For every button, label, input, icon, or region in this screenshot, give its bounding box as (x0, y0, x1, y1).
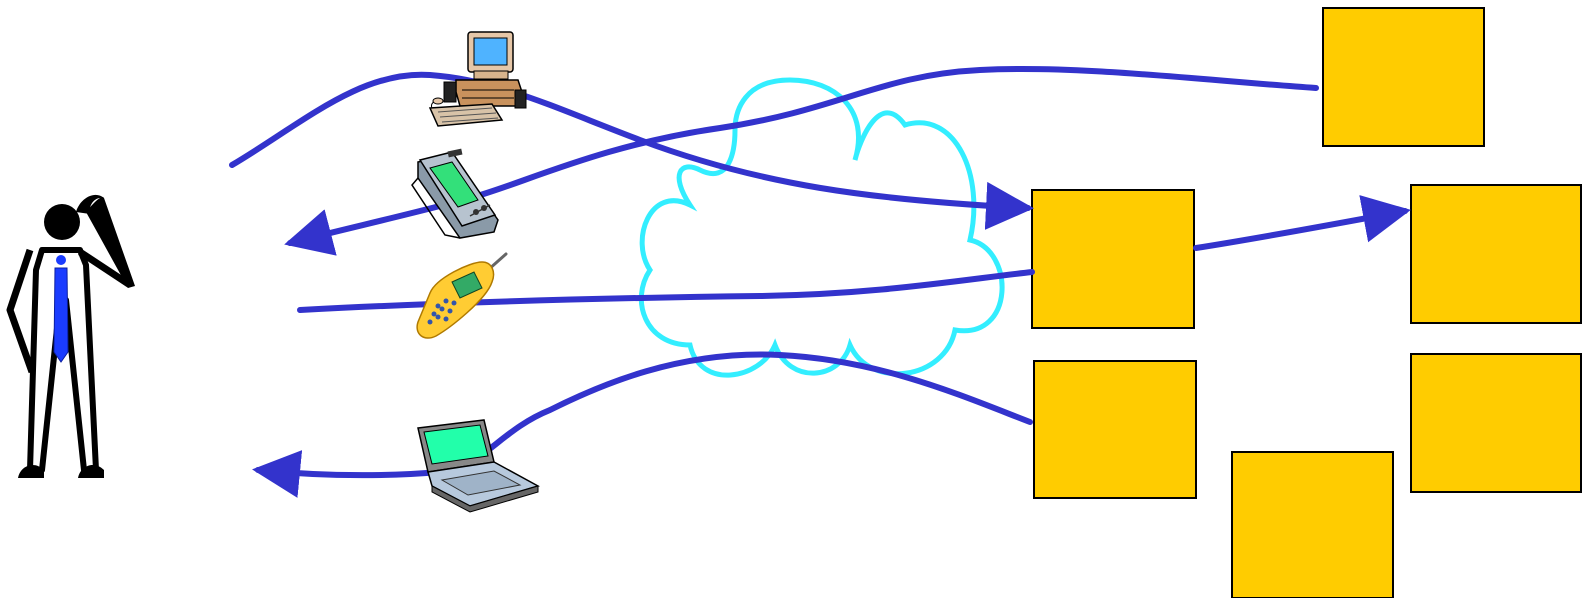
desktop-computer-icon[interactable] (428, 31, 527, 127)
request-line-phone (297, 269, 1035, 313)
mobile-phone-icon[interactable] (416, 252, 508, 339)
network-cloud-icon (638, 77, 1005, 378)
server-box-top-right[interactable] (1322, 7, 1485, 147)
server-box-right-lower[interactable] (1410, 353, 1582, 493)
server-box-right-middle[interactable] (1410, 184, 1582, 324)
server-box-lower-center[interactable] (1033, 360, 1197, 499)
forward-arrow-servers (1193, 195, 1411, 251)
pda-icon[interactable] (411, 148, 499, 239)
person-icon (6, 194, 135, 478)
laptop-icon[interactable] (417, 419, 540, 513)
response-arrow-laptop (252, 351, 1033, 498)
server-box-bottom[interactable] (1231, 451, 1394, 598)
request-arrow-desktop (229, 71, 1034, 230)
server-box-center[interactable] (1031, 189, 1195, 329)
